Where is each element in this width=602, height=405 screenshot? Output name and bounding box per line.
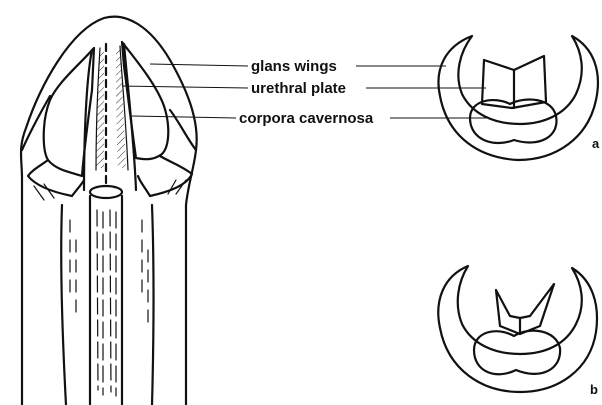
label-glans-wings: glans wings <box>251 58 337 75</box>
label-glans-wings-group: glans wings <box>150 58 446 75</box>
leader-corpora-cavernosa-left <box>132 116 236 118</box>
penis-ventral-view <box>21 17 197 405</box>
panel-label-a: a <box>592 136 600 151</box>
cross-section-a: a <box>438 36 600 160</box>
label-urethral-plate-group: urethral plate <box>122 80 486 97</box>
label-urethral-plate: urethral plate <box>251 80 346 97</box>
panel-label-b: b <box>590 382 598 397</box>
cross-section-b: b <box>438 266 598 397</box>
leader-glans-wings-left <box>150 64 248 66</box>
label-corpora-cavernosa: corpora cavernosa <box>239 110 374 127</box>
label-corpora-cavernosa-group: corpora cavernosa <box>132 110 490 127</box>
